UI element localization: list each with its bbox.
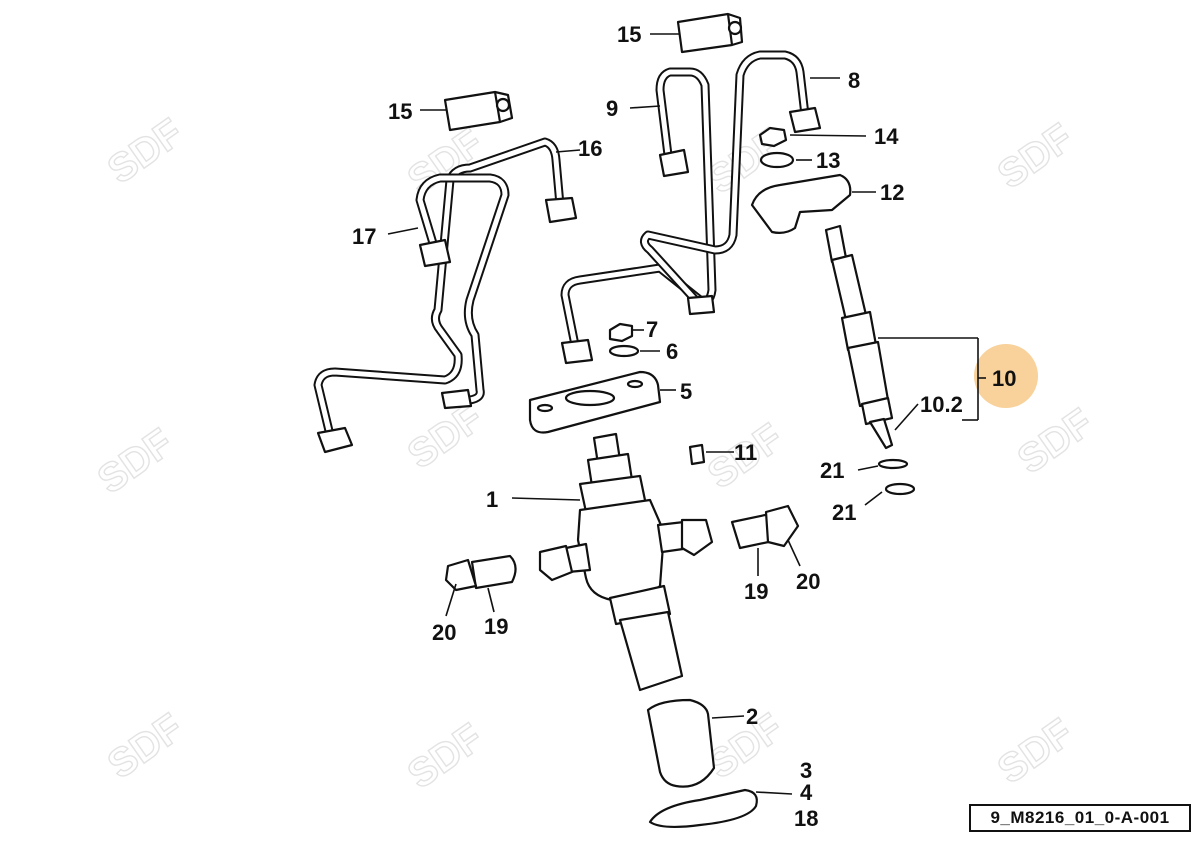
watermark: SDF xyxy=(90,420,181,502)
pipe-nut xyxy=(658,148,690,178)
callout-1[interactable]: 1 xyxy=(486,487,498,512)
flange-hole xyxy=(564,389,616,407)
callout-20[interactable]: 20 xyxy=(432,620,456,645)
injection-pipes xyxy=(313,50,810,440)
watermark: SDF xyxy=(990,710,1081,792)
callout-labels: 15 15 9 8 16 17 14 13 12 7 6 5 11 1 10.2… xyxy=(352,22,1016,831)
callout-12[interactable]: 12 xyxy=(880,180,904,205)
callout-19[interactable]: 19 xyxy=(744,579,768,604)
pump-body-1 xyxy=(538,432,714,692)
drawing-code-label: 9_M8216_01_0-A-001 xyxy=(969,804,1191,832)
callout-20[interactable]: 20 xyxy=(796,569,820,594)
banjo-19-left xyxy=(470,554,517,590)
callout-11[interactable]: 11 xyxy=(734,440,757,465)
pipe-nuts xyxy=(316,106,822,454)
callout-14[interactable]: 14 xyxy=(874,124,899,149)
pipe-nut xyxy=(316,426,354,454)
washer-13 xyxy=(759,151,795,169)
bolt-20-left xyxy=(444,558,478,592)
callout-5[interactable]: 5 xyxy=(680,379,692,404)
pipe-nut xyxy=(686,294,716,316)
selected-part-highlight[interactable] xyxy=(974,344,1038,408)
callout-8[interactable]: 8 xyxy=(848,68,860,93)
callout-4[interactable]: 4 xyxy=(800,780,813,805)
nut-7 xyxy=(608,322,634,343)
clamp-screw xyxy=(727,20,743,36)
callout-10-2[interactable]: 10.2 xyxy=(920,392,963,417)
seal-ring-21 xyxy=(884,482,916,496)
pipe-nut xyxy=(440,388,473,410)
callout-9[interactable]: 9 xyxy=(606,96,618,121)
watermark: SDF xyxy=(100,110,191,192)
callout-21[interactable]: 21 xyxy=(832,500,856,525)
bolt-20-right xyxy=(764,504,800,548)
pipe-nut xyxy=(418,238,452,268)
watermark: SDF xyxy=(1010,400,1101,482)
pipe-nut xyxy=(544,196,578,224)
pipe-clamp-left xyxy=(443,90,514,132)
gasket-18 xyxy=(648,788,758,829)
callout-15[interactable]: 15 xyxy=(617,22,641,47)
callout-2[interactable]: 2 xyxy=(746,704,758,729)
tappet-2 xyxy=(646,698,716,788)
callout-3[interactable]: 3 xyxy=(800,758,812,783)
seal-ring-21 xyxy=(877,458,909,470)
callout-10[interactable]: 10 xyxy=(992,366,1016,391)
pipe-nut xyxy=(560,338,594,365)
callout-13[interactable]: 13 xyxy=(816,148,840,173)
flange-bolt-hole xyxy=(536,403,554,413)
watermark: SDF xyxy=(990,115,1081,197)
leader-lines xyxy=(387,33,986,795)
pipe-nut xyxy=(788,106,822,134)
callout-18[interactable]: 18 xyxy=(794,806,818,831)
callout-17[interactable]: 17 xyxy=(352,224,376,249)
clamp-screw xyxy=(495,97,511,113)
injector-10 xyxy=(824,224,894,450)
watermark: SDF xyxy=(400,715,491,797)
watermark: SDF xyxy=(100,705,191,787)
watermark-layer: SDF SDF SDF SDF SDF SDF SDF SDF SDF SDF … xyxy=(89,110,1101,798)
flange-bolt-hole xyxy=(626,379,644,389)
pipe-17 xyxy=(415,173,510,405)
callout-21[interactable]: 21 xyxy=(820,458,844,483)
callout-16[interactable]: 16 xyxy=(578,136,602,161)
callout-19[interactable]: 19 xyxy=(484,614,508,639)
callout-7[interactable]: 7 xyxy=(646,317,658,342)
washer-6 xyxy=(608,344,640,358)
injector-clamp-12 xyxy=(750,173,852,234)
callout-15[interactable]: 15 xyxy=(388,99,412,124)
screw-11 xyxy=(688,443,706,466)
callout-6[interactable]: 6 xyxy=(666,339,678,364)
nut-14 xyxy=(758,126,788,148)
